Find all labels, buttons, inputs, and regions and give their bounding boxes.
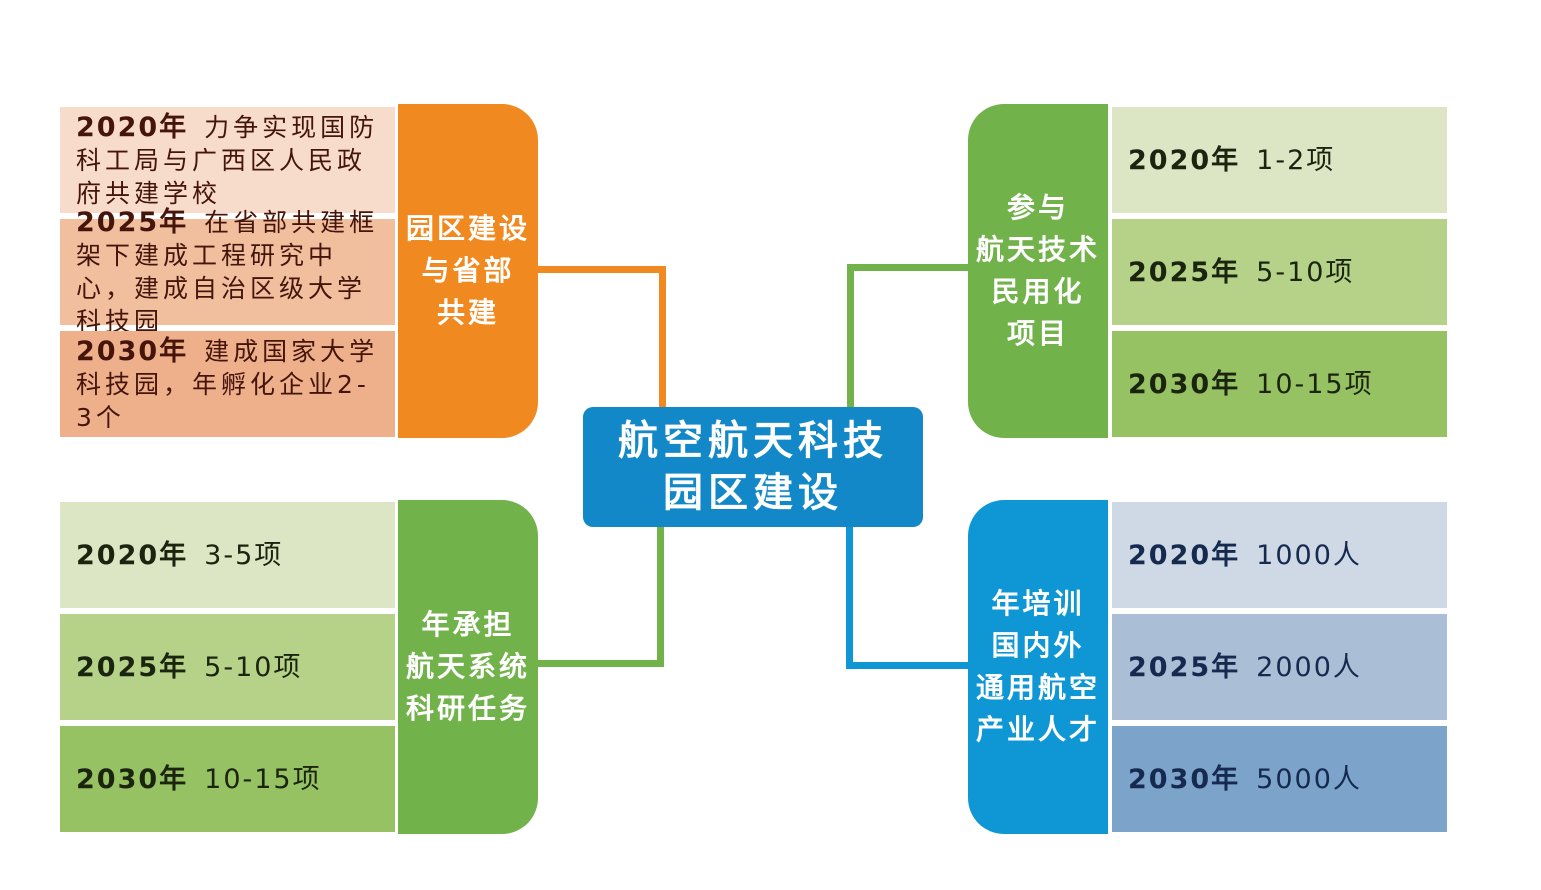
target-value: 1-2项 xyxy=(1256,144,1336,176)
connector-green-top-vertical xyxy=(847,264,854,411)
center-node: 航空航天科技 园区建设 xyxy=(583,407,923,527)
target-card: 2025年 2000人 xyxy=(1112,614,1447,720)
target-text: 2025年 5-10项 xyxy=(1128,256,1354,289)
center-title-line: 园区建设 xyxy=(663,470,843,516)
target-card: 2030年 10-15项 xyxy=(60,726,395,832)
target-card: 2020年 1-2项 xyxy=(1112,107,1447,213)
milestone-desc: 建成国家大学科技园，年孵化企业2-3个 xyxy=(76,336,379,432)
target-year: 2030年 xyxy=(1128,763,1241,795)
milestone-text: 2020年力争实现国防科工局与广西区人民政府共建学校 xyxy=(76,111,379,210)
target-year: 2030年 xyxy=(76,763,189,795)
label-line: 年承担 xyxy=(421,608,515,641)
milestone-text: 2030年建成国家大学科技园，年孵化企业2-3个 xyxy=(76,335,379,434)
target-card: 2030年 5000人 xyxy=(1112,726,1447,832)
target-card: 2025年 5-10项 xyxy=(1112,219,1447,325)
target-text: 2020年 3-5项 xyxy=(76,539,283,572)
label-line: 与省部 xyxy=(421,254,515,287)
label-line: 科研任务 xyxy=(405,692,530,725)
target-value: 5-10项 xyxy=(1256,256,1355,288)
target-card: 2030年 10-15项 xyxy=(1112,331,1447,437)
target-year: 2030年 xyxy=(1128,368,1241,400)
branch-label-talent-training: 年培训 国内外 通用航空 产业人才 xyxy=(968,500,1108,834)
target-value: 10-15项 xyxy=(204,763,322,795)
label-line: 年培训 xyxy=(991,587,1085,620)
target-value: 5000人 xyxy=(1256,763,1362,795)
label-line: 通用航空 xyxy=(975,671,1100,704)
label-line: 参与 xyxy=(1006,191,1069,224)
milestone-desc: 在省部共建框架下建成工程研究中心，建成自治区级大学科技园 xyxy=(76,208,379,336)
milestone-year: 2020年 xyxy=(76,111,189,143)
target-text: 2030年 10-15项 xyxy=(1128,368,1374,401)
milestone-card: 2020年力争实现国防科工局与广西区人民政府共建学校 xyxy=(60,107,395,213)
target-card: 2020年 3-5项 xyxy=(60,502,395,608)
branch-label-research-tasks: 年承担 航天系统 科研任务 xyxy=(398,500,538,834)
target-text: 2030年 5000人 xyxy=(1128,763,1362,796)
target-value: 1000人 xyxy=(1256,539,1362,571)
label-line: 国内外 xyxy=(991,629,1085,662)
label-line: 航天技术 xyxy=(975,233,1100,266)
connector-green-top-horizontal xyxy=(847,264,970,271)
milestone-card: 2025年在省部共建框架下建成工程研究中心，建成自治区级大学科技园 xyxy=(60,207,395,336)
target-text: 2020年 1000人 xyxy=(1128,539,1362,572)
target-year: 2020年 xyxy=(1128,539,1241,571)
connector-blue-vertical xyxy=(846,524,853,669)
center-title-line: 航空航天科技 xyxy=(618,418,888,464)
milestone-desc: 力争实现国防科工局与广西区人民政府共建学校 xyxy=(76,112,379,208)
milestone-text: 2025年在省部共建框架下建成工程研究中心，建成自治区级大学科技园 xyxy=(76,206,379,338)
milestone-year: 2030年 xyxy=(76,335,189,367)
target-year: 2020年 xyxy=(76,539,189,571)
label-line: 民用化 xyxy=(991,275,1085,308)
branch-label-civil-projects: 参与 航天技术 民用化 项目 xyxy=(968,104,1108,438)
target-value: 2000人 xyxy=(1256,651,1362,683)
target-year: 2025年 xyxy=(1128,651,1241,683)
label-line: 产业人才 xyxy=(975,713,1100,746)
label-line: 航天系统 xyxy=(405,650,530,683)
target-text: 2020年 1-2项 xyxy=(1128,144,1335,177)
connector-orange-vertical xyxy=(659,266,666,411)
target-value: 10-15项 xyxy=(1256,368,1374,400)
connector-orange-horizontal xyxy=(536,266,666,273)
connector-green-bottom-vertical xyxy=(657,524,664,667)
target-value: 3-5项 xyxy=(204,539,284,571)
target-year: 2020年 xyxy=(1128,144,1241,176)
target-text: 2030年 10-15项 xyxy=(76,763,322,796)
target-value: 5-10项 xyxy=(204,651,303,683)
branch-label-park-coconstruction: 园区建设 与省部 共建 xyxy=(398,104,538,438)
connector-green-bottom-horizontal xyxy=(536,660,664,667)
target-year: 2025年 xyxy=(1128,256,1241,288)
target-year: 2025年 xyxy=(76,651,189,683)
target-text: 2025年 5-10项 xyxy=(76,651,302,684)
target-card: 2020年 1000人 xyxy=(1112,502,1447,608)
connector-blue-horizontal xyxy=(846,662,970,669)
milestone-card: 2030年建成国家大学科技园，年孵化企业2-3个 xyxy=(60,331,395,437)
target-card: 2025年 5-10项 xyxy=(60,614,395,720)
target-text: 2025年 2000人 xyxy=(1128,651,1362,684)
label-line: 共建 xyxy=(436,296,499,329)
label-line: 项目 xyxy=(1006,317,1069,350)
milestone-year: 2025年 xyxy=(76,207,189,238)
label-line: 园区建设 xyxy=(405,212,530,245)
